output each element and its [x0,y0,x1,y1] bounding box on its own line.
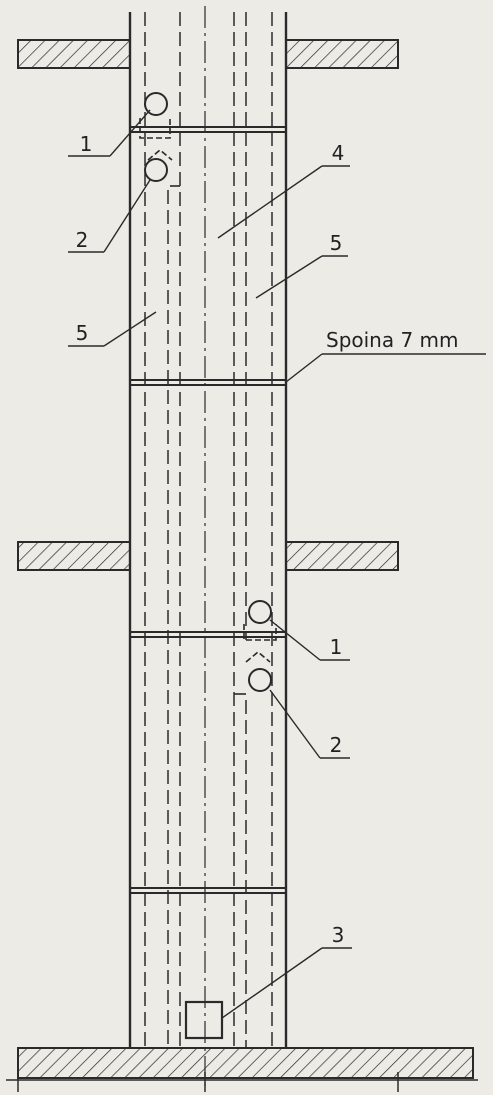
slab-top [17,39,399,69]
label-seat-top-1: 1 [80,132,93,156]
pipe-circle-top-1 [144,92,168,116]
seat-bracket-top [139,118,171,139]
weld-seams [130,126,286,894]
top-fittings [139,92,180,187]
seat-offset-top [147,148,173,161]
label-side-5-left: 5 [76,321,89,345]
hidden-lines [144,12,273,1048]
label-seat-mid-1: 1 [330,635,343,659]
label-pipe-top-2: 2 [76,228,89,252]
slab-middle [17,541,399,571]
seat-bracket-mid [243,624,277,641]
base-ground-slab [6,1047,478,1092]
pipe-circle-mid-2 [248,668,272,692]
floor-slabs [6,39,478,1092]
seat-offset-mid [245,650,271,663]
label-weld-note: Spoina 7 mm [326,328,459,352]
label-side-5-right: 5 [330,231,343,255]
pipe-circle-top-2 [144,158,168,182]
label-center-4: 4 [332,141,345,165]
pipe-circle-mid-1 [248,600,272,624]
label-pipe-mid-2: 2 [330,733,343,757]
base-box [184,1000,224,1040]
middle-fittings [234,600,277,695]
label-base-3: 3 [332,923,345,947]
shaft [128,6,288,1090]
leaders: 1 2 4 5 5 Spoina 7 mm 1 2 3 [68,109,486,1019]
